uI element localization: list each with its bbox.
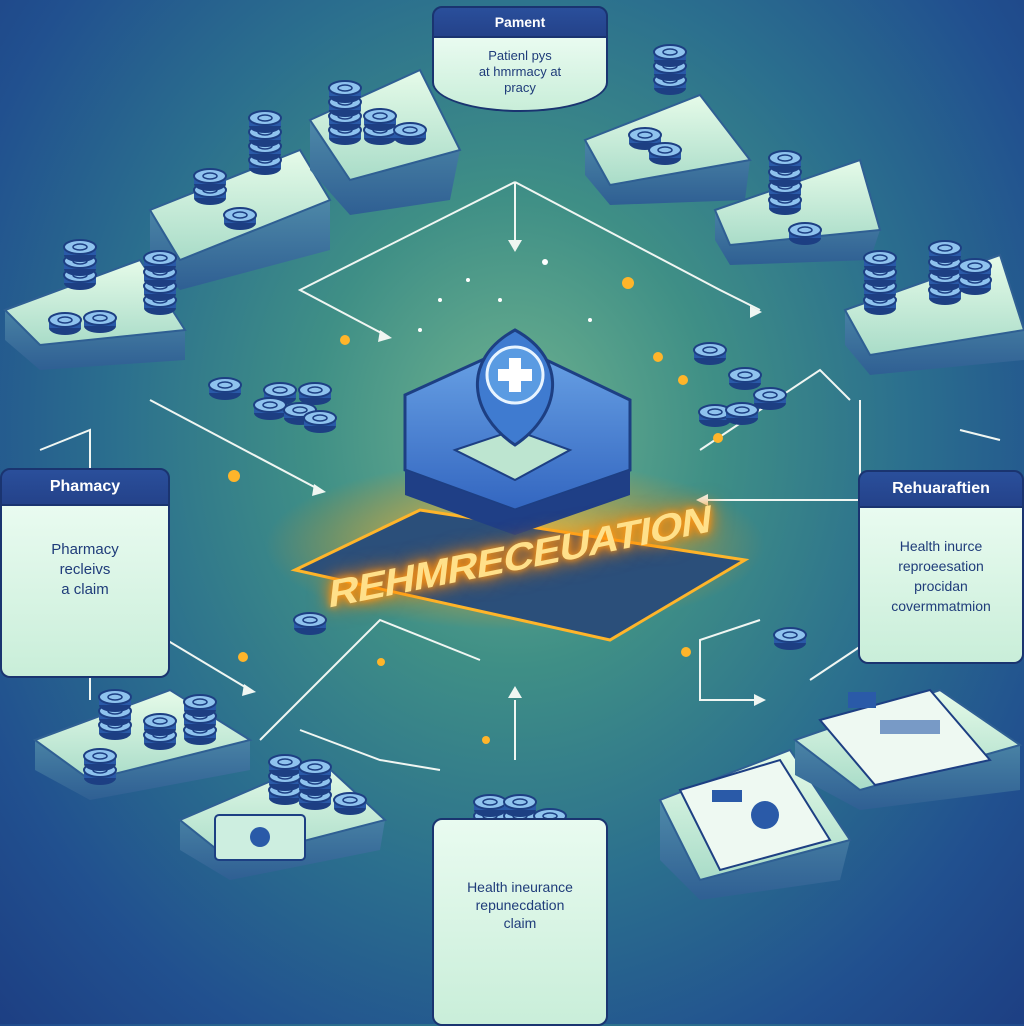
reimbursement-card-line: covermmatmion bbox=[891, 598, 991, 614]
claim-card: Health ineurance repunecdation claim bbox=[432, 818, 608, 1026]
reimbursement-card-body: Health inurce reproeesation procidan cov… bbox=[858, 508, 1024, 664]
payment-card-line: Patienl pys bbox=[488, 48, 552, 63]
pharmacy-card-line: a claim bbox=[61, 581, 109, 598]
payment-card-line: at hmrmacy at bbox=[478, 64, 562, 79]
platform-bottom-right bbox=[658, 748, 852, 900]
platform-right bbox=[713, 150, 882, 265]
payment-card-body: Patienl pys at hmrmacy at pracy bbox=[432, 38, 608, 112]
platform-left bbox=[3, 239, 187, 370]
pharmacy-card-body: Pharmacy recleivs a claim bbox=[0, 506, 170, 678]
payment-card-line: pracy bbox=[504, 80, 536, 95]
pharmacy-card-line: recleivs bbox=[59, 561, 111, 578]
reimbursement-card: Rehuaraftien Health inurce reproeesation… bbox=[858, 470, 1024, 664]
claim-card-line: claim bbox=[503, 915, 537, 931]
platform-far-bottom-right bbox=[792, 688, 1023, 810]
reimbursement-card-line: reproeesation bbox=[898, 558, 984, 574]
payment-card-title: Pament bbox=[432, 6, 608, 38]
claim-card-line: Health ineurance bbox=[467, 879, 573, 895]
reimbursement-card-line: procidan bbox=[914, 578, 968, 594]
pharmacy-card-line: Pharmacy bbox=[51, 541, 119, 558]
platform-bottom-left bbox=[32, 688, 253, 800]
pharmacy-card: Phamacy Pharmacy recleivs a claim bbox=[0, 468, 170, 678]
platform-top-left-2 bbox=[308, 68, 462, 215]
platform-top-right bbox=[583, 44, 752, 205]
sparkles bbox=[418, 259, 592, 332]
claim-card-line: repunecdation bbox=[475, 897, 565, 913]
claim-card-body: Health ineurance repunecdation claim bbox=[432, 818, 608, 1026]
pharmacy-card-title: Phamacy bbox=[0, 468, 170, 506]
glow-dots bbox=[228, 277, 723, 744]
reimbursement-card-title: Rehuaraftien bbox=[858, 470, 1024, 508]
center-platform bbox=[265, 328, 765, 642]
platform-top-left bbox=[148, 110, 332, 290]
platform-bottom-left-2 bbox=[178, 754, 388, 880]
payment-card: Pament Patienl pys at hmrmacy at pracy bbox=[432, 6, 608, 112]
platform-far-right bbox=[843, 240, 1024, 375]
reimbursement-card-line: Health inurce bbox=[899, 538, 983, 554]
